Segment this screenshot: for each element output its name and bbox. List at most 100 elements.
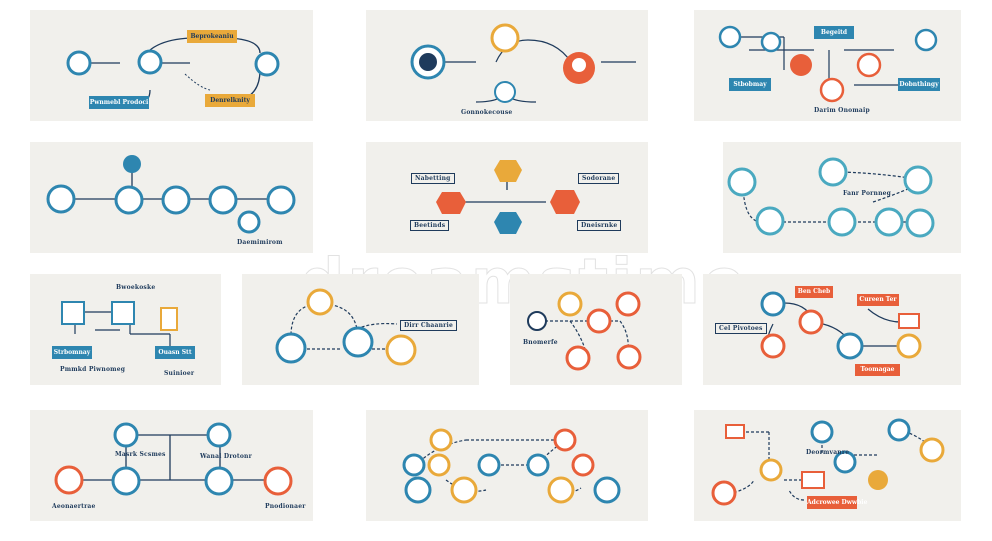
panel-11-diagram	[54, 422, 293, 496]
money-icon	[903, 165, 933, 195]
person-icon-a	[718, 25, 742, 49]
person-icon	[760, 333, 786, 359]
label-box-top: Begeitd	[820, 29, 848, 36]
label-left: Nabetting	[411, 173, 455, 184]
infinity-icon	[490, 23, 520, 53]
panel-4-diagram	[46, 155, 296, 234]
user-icon-b	[111, 301, 135, 325]
person-icon-a	[727, 167, 757, 197]
camera-icon	[711, 480, 737, 506]
diagram-panel-12	[366, 410, 648, 521]
panel-2-diagram	[410, 23, 636, 103]
label-box-right: Ouasn Stt	[158, 349, 192, 356]
diagram-panel-5: Nabetting Sodorane Beetinds Dneisrnke	[366, 142, 648, 253]
team-icon	[208, 185, 238, 215]
chat-icon	[114, 185, 144, 215]
diagram-panel-6: Fanr Pornneg	[723, 142, 961, 253]
person-icon	[54, 465, 84, 495]
label-left: Masrk Scsmes	[115, 451, 166, 458]
user-icon	[827, 207, 857, 237]
inbox-icon	[801, 471, 825, 489]
infinity-icon	[429, 428, 453, 452]
manager-icon	[836, 332, 864, 360]
award-icon	[868, 470, 888, 490]
manager-icon	[833, 450, 857, 474]
person-icon	[402, 453, 426, 477]
label-caption-right: Suinioer	[164, 370, 195, 377]
manager-icon	[111, 466, 141, 496]
diagram-panel-11: Masrk Scsmes Wanal Drotonr Aeonaertrae P…	[30, 410, 313, 521]
user-icon	[760, 291, 786, 317]
hexagon-top	[494, 160, 522, 182]
label-box-bottom: Toomagae	[860, 366, 895, 373]
diagram-panel-2: Gonnokecouse	[366, 10, 648, 121]
label-right: Sodorane	[578, 173, 620, 184]
diagram-panel-3: Begeitd Stbobmay Dobnthingy Darim Onomai…	[694, 10, 961, 121]
label-mid: Fanr Pornneg	[843, 190, 892, 197]
diagram-panel-13: Deormvanre Adcrowee Dwwbie	[694, 410, 961, 521]
label-box-left: Pwnmebl Prodoci	[89, 99, 149, 106]
label-mid: Deormvanre	[806, 449, 850, 456]
user-icon	[275, 332, 307, 364]
handshake-icon	[586, 308, 612, 334]
camera-icon	[755, 206, 785, 236]
panel-9-diagram	[527, 291, 642, 371]
worker-icon	[557, 291, 583, 317]
award-icon	[896, 333, 922, 359]
diagram-panel-9: Bnomerfe	[510, 274, 682, 385]
cloud-icon	[427, 453, 451, 477]
profile-icon	[616, 344, 642, 370]
team-icon	[477, 453, 501, 477]
panel-1-diagram	[66, 30, 280, 109]
location-icon	[123, 155, 141, 173]
label-top: Bwoekoske	[116, 284, 156, 291]
panel-5-diagram	[436, 160, 580, 234]
laptop-icon	[263, 466, 293, 496]
settings-icon	[46, 184, 76, 214]
settings-icon	[113, 422, 139, 448]
user-icon	[810, 420, 834, 444]
label-box-left: Stbobmay	[733, 81, 767, 88]
label-box-right: Denrelknity	[210, 97, 250, 104]
label-box-top: Ben Cheb	[797, 288, 831, 295]
diagram-panel-7: Bwoekoske Strbomnay Ouasn Stt Pmmkd Piwn…	[30, 274, 221, 385]
diagram-panel-4: Daemimirom	[30, 142, 313, 253]
profile-icon	[404, 476, 432, 504]
person-icon	[66, 50, 92, 76]
diagram-panel-10: Ben Cheb Cel Pivotoes Cureen Ter Toomaga…	[703, 274, 961, 385]
diagram-panel-1: Beprokeaniu Pwnmebl Prodoci Denrelknity	[30, 10, 313, 121]
panel-3-diagram	[718, 25, 940, 103]
check-icon	[237, 210, 261, 234]
chat-icon	[204, 466, 234, 496]
document-icon	[137, 49, 163, 75]
hexagon-bottom	[494, 212, 522, 234]
panel-6-diagram	[727, 157, 935, 238]
mail-icon	[725, 424, 745, 439]
cloud-icon	[527, 311, 547, 331]
worker-icon	[547, 476, 575, 504]
user-icon	[526, 453, 550, 477]
team-icon	[819, 77, 845, 103]
cart-icon	[161, 185, 191, 215]
idea-icon	[887, 418, 911, 442]
person-icon	[919, 437, 945, 463]
manager-icon	[593, 476, 621, 504]
user-icon	[615, 291, 641, 317]
chat-icon	[571, 453, 595, 477]
bulb-icon	[759, 458, 783, 482]
label-bottom: Daemimirom	[237, 239, 283, 246]
hexagon-right	[550, 190, 580, 214]
bulb-icon	[385, 334, 417, 366]
camera-icon	[342, 326, 374, 358]
person-icon	[306, 288, 334, 316]
label-caption-left: Pmmkd Piwnomeg	[60, 366, 126, 373]
label-bottom-left: Beetinds	[410, 220, 450, 231]
diagram-panel-8: Dirr Chaanrie	[242, 274, 479, 385]
worker-icon	[905, 208, 935, 238]
panel-13-diagram	[711, 418, 945, 509]
profile-icon	[874, 207, 904, 237]
label-bottom: Darim Onomaip	[814, 107, 870, 114]
label-right: Dirr Chaanrie	[400, 320, 458, 331]
bulb-icon	[856, 52, 882, 78]
